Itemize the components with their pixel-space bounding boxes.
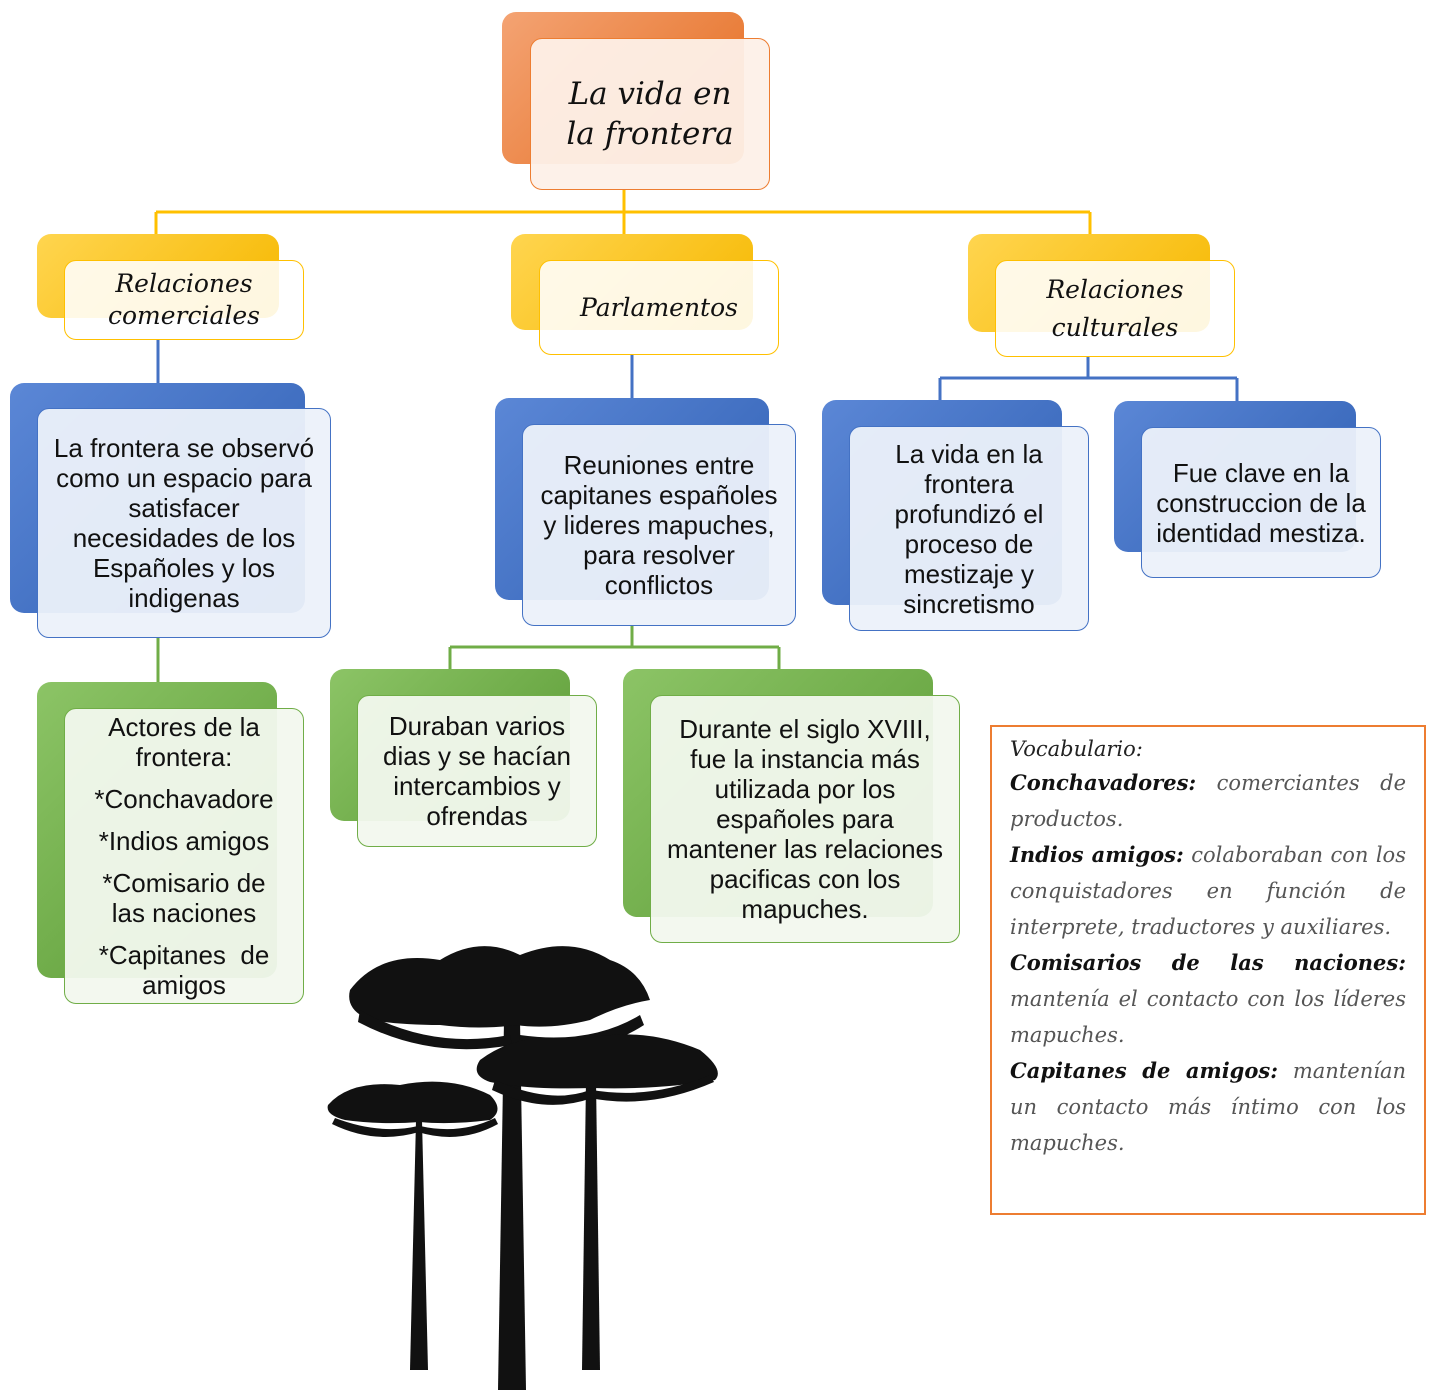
parlamentos-desc: Reuniones entre capitanes españoles y li… bbox=[540, 450, 778, 600]
vocabulary-definition: mantenía el contacto con los líderes map… bbox=[1010, 987, 1406, 1047]
cultural-detail1: La vida en la frontera profundizó el pro… bbox=[894, 438, 1044, 619]
cultural-detail1-node: La vida en la frontera profundizó el pro… bbox=[849, 426, 1089, 631]
comercial-desc: La frontera se observó como un espacio p… bbox=[53, 433, 315, 613]
parlamentos-detail1: Duraban varios dias y se hacían intercam… bbox=[383, 711, 571, 831]
vocabulary-title: Vocabulario: bbox=[1010, 737, 1143, 761]
cultural-label: Relaciones culturales bbox=[1046, 274, 1184, 342]
araucaria-trees-illustration bbox=[327, 946, 718, 1390]
vocabulary-term: Capitanes de amigos: bbox=[1010, 1058, 1278, 1083]
vocabulary-definition: colaboraban con los conquistadores en fu… bbox=[1010, 843, 1406, 939]
actors-title: Actores de la frontera: bbox=[108, 712, 260, 772]
vocabulary-entry: Conchavadores: comerciantes de productos… bbox=[1010, 765, 1406, 837]
parlamentos-detail2-node: Durante el siglo XVIII, fue la instancia… bbox=[650, 695, 960, 943]
vocabulary-term: Indios amigos: bbox=[1010, 842, 1184, 867]
parlamentos-detail2: Durante el siglo XVIII, fue la instancia… bbox=[666, 714, 944, 924]
comercial-label: Relaciones comerciales bbox=[107, 269, 261, 330]
parlamentos-node: Parlamentos bbox=[539, 260, 779, 355]
vocabulary-term: Conchavadores: bbox=[1010, 770, 1197, 795]
vocabulary-entry: Capitanes de amigos: mantenían un contac… bbox=[1010, 1053, 1406, 1161]
actor-item: *Comisario de las naciones bbox=[102, 868, 266, 928]
comercial-node: Relaciones comerciales bbox=[64, 260, 304, 340]
root-title: La vida en la frontera bbox=[566, 76, 734, 152]
vocabulary-box: Vocabulario: Conchavadores: comerciantes… bbox=[990, 725, 1426, 1215]
parlamentos-detail1-node: Duraban varios dias y se hacían intercam… bbox=[357, 695, 597, 847]
actor-item: *Indios amigos bbox=[98, 826, 270, 856]
comercial-desc-node: La frontera se observó como un espacio p… bbox=[37, 408, 331, 638]
vocabulary-entry: Indios amigos: colaboraban con los conqu… bbox=[1010, 837, 1406, 945]
vocabulary-entry: Comisarios de las naciones: mantenía el … bbox=[1010, 945, 1406, 1053]
vocabulary-definition: comerciantes de productos. bbox=[1010, 771, 1406, 831]
actors-node: Actores de la frontera: *Conchavadore *I… bbox=[64, 708, 304, 1004]
cultural-detail2: Fue clave en la construccion de la ident… bbox=[1156, 457, 1366, 548]
cultural-detail2-node: Fue clave en la construccion de la ident… bbox=[1141, 427, 1381, 578]
parlamentos-desc-node: Reuniones entre capitanes españoles y li… bbox=[522, 424, 796, 626]
parlamentos-label: Parlamentos bbox=[580, 292, 738, 322]
actor-item: *Capitanes de amigos bbox=[98, 940, 277, 1000]
vocabulary-definition: mantenían un contacto más íntimo con los… bbox=[1010, 1059, 1406, 1155]
cultural-node: Relaciones culturales bbox=[995, 260, 1235, 357]
actor-item: *Conchavadore bbox=[94, 784, 274, 814]
vocabulary-term: Comisarios de las naciones: bbox=[1010, 950, 1406, 975]
root-node: La vida en la frontera bbox=[530, 38, 770, 190]
